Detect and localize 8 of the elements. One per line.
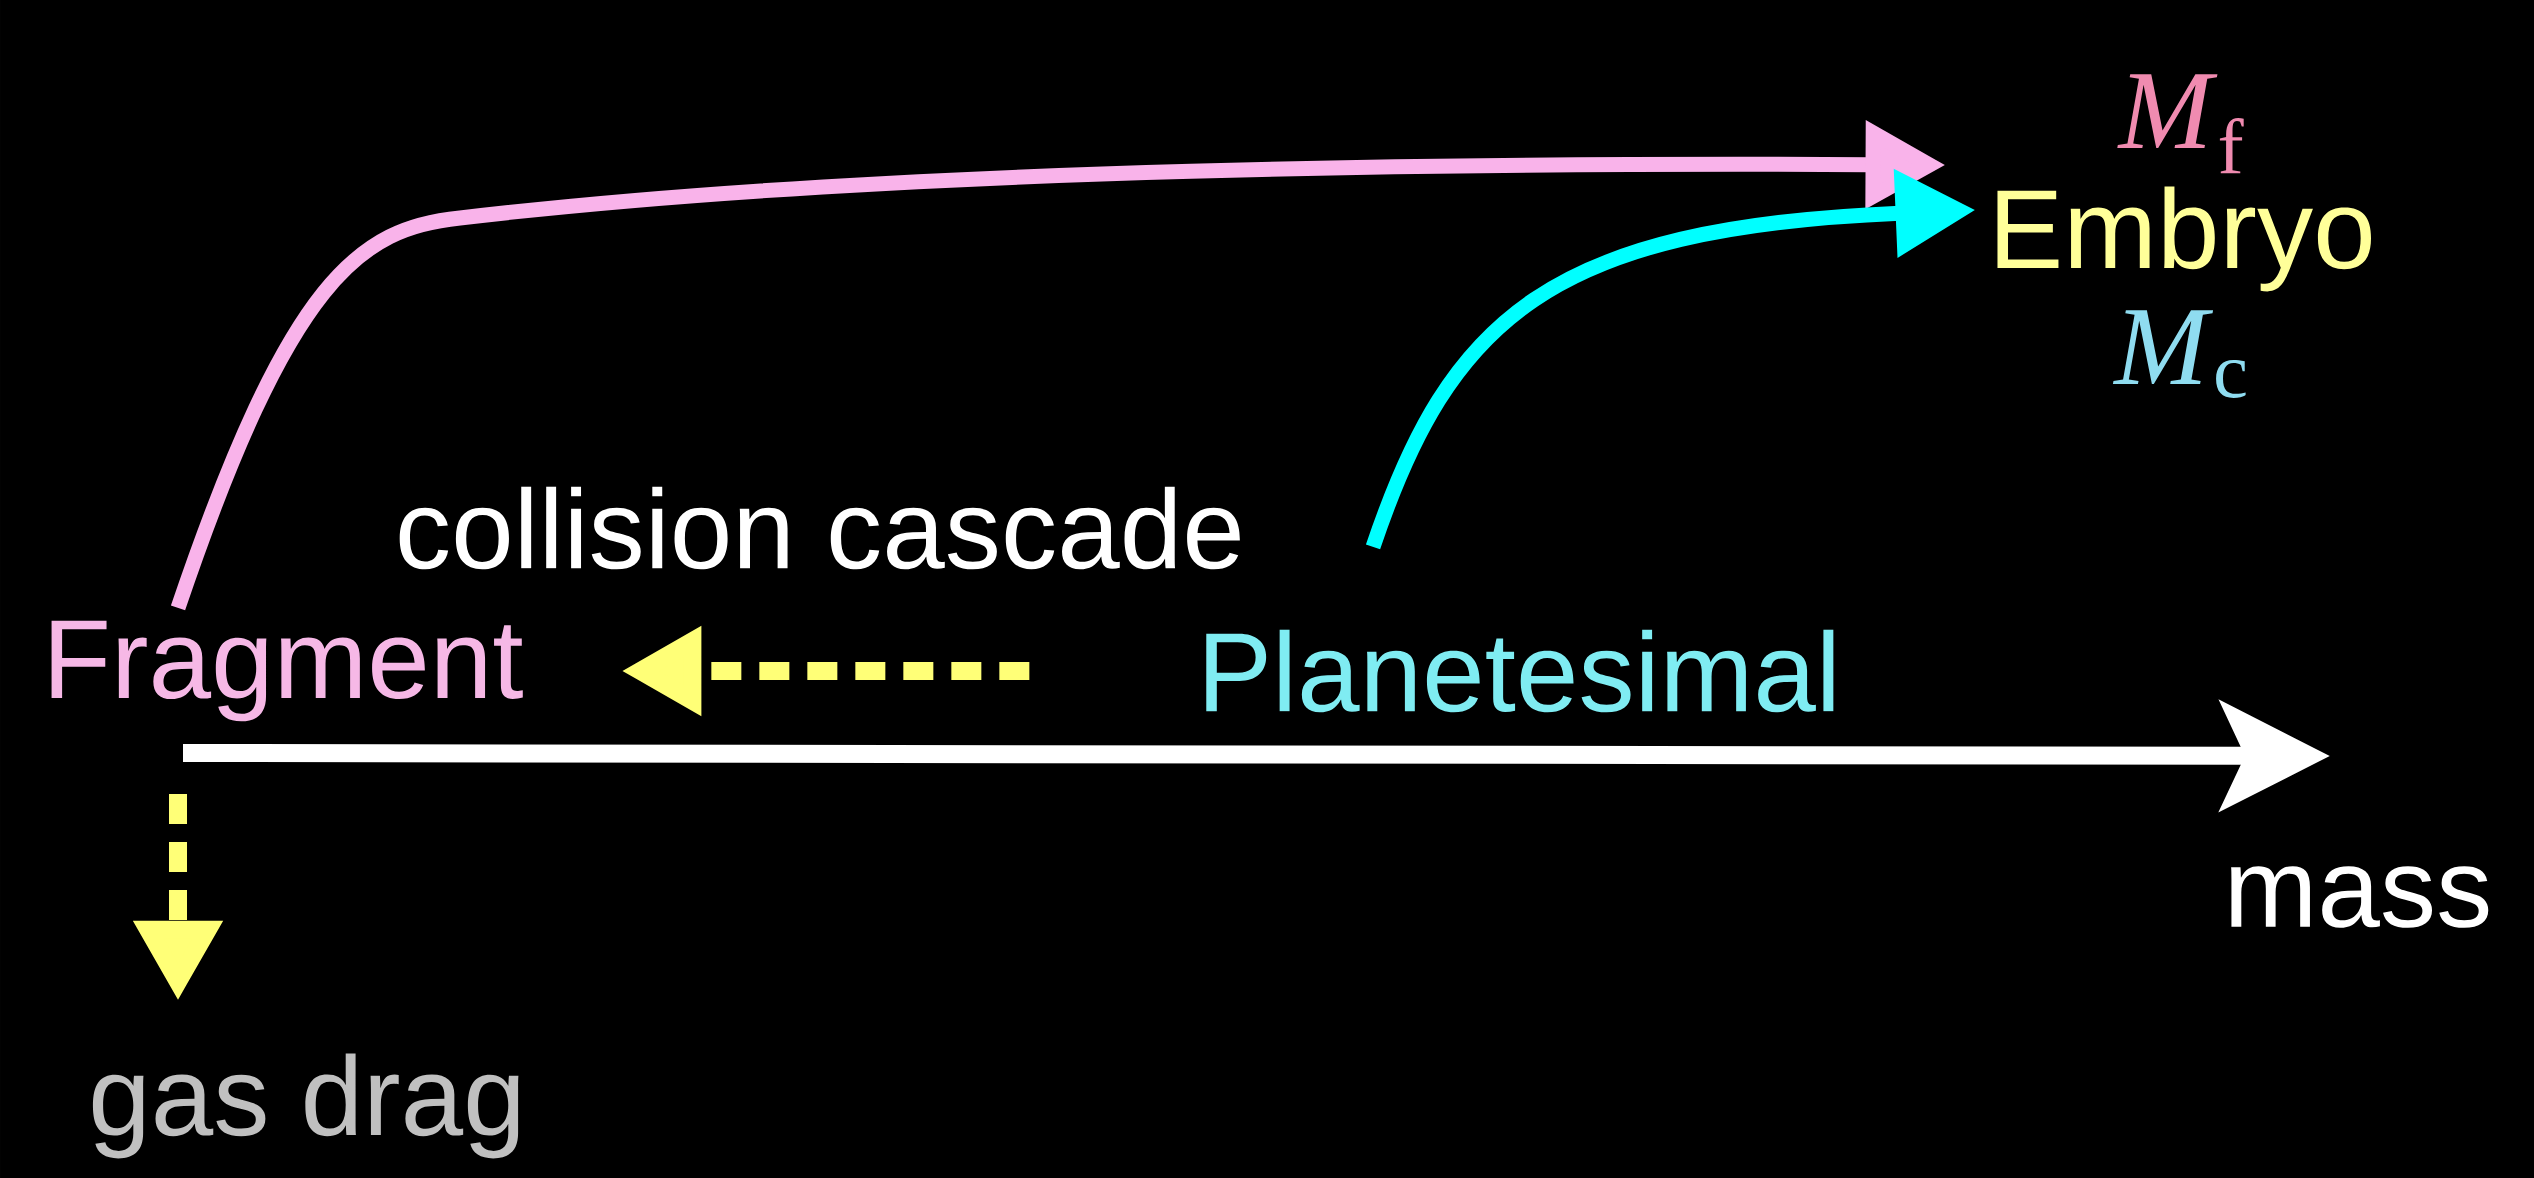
node-label: Planetesimal: [1206, 629, 1834, 713]
node-label: gas drag: [92, 1053, 519, 1159]
axis-label: mass: [2231, 866, 2489, 928]
mass-symbol: M$_{c}$: [2112, 310, 2246, 398]
edge-label: collision cascade: [399, 486, 1240, 570]
node-label: Embryo: [1997, 186, 2371, 292]
node-label: Fragment: [51, 620, 523, 722]
mass-symbol: M$_{f}$: [2117, 74, 2244, 174]
